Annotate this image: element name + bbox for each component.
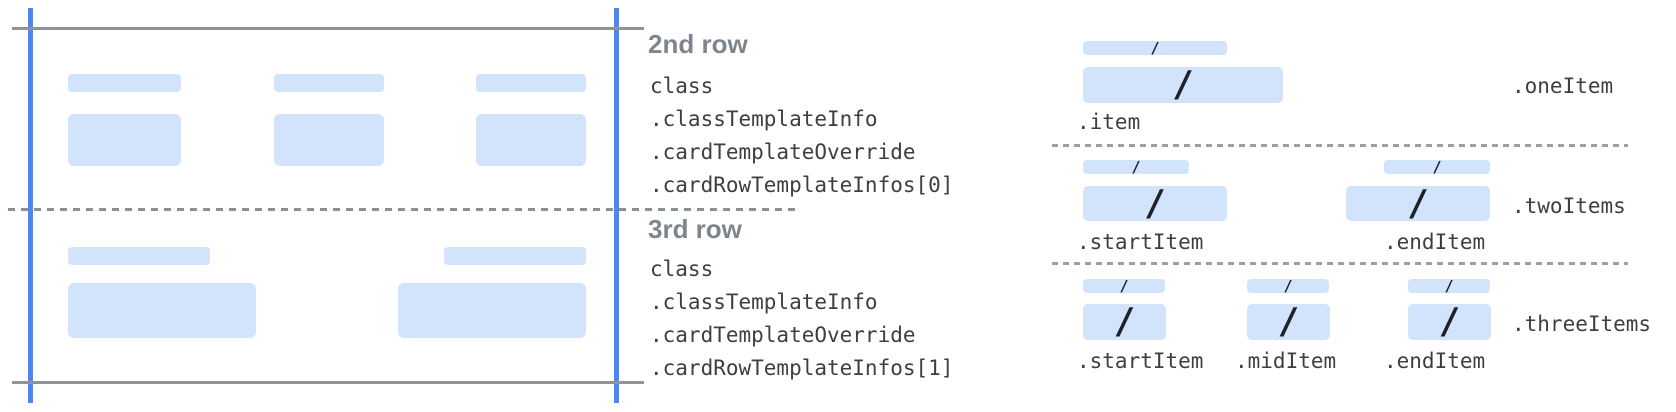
slash-icon: / <box>1150 38 1160 57</box>
item-value-placeholder: / <box>1408 304 1491 340</box>
path-line: .cardTemplateOverride <box>650 323 916 347</box>
item-field-label: .endItem <box>1384 349 1486 373</box>
layout-separator-dashed-line <box>1052 144 1628 147</box>
slash-icon: / <box>1144 182 1166 224</box>
third-row-heading: 3rd row <box>648 214 742 244</box>
path-line: .cardRowTemplateInfos[1] <box>650 356 954 380</box>
label-bar-placeholder <box>476 74 586 92</box>
value-box-placeholder <box>274 114 384 166</box>
item-value-placeholder: / <box>1083 304 1166 340</box>
item-value-placeholder: / <box>1083 182 1227 224</box>
path-line: class <box>650 257 714 281</box>
item-value-placeholder: / <box>1247 304 1330 340</box>
path-line: .cardRowTemplateInfos[0] <box>650 173 954 197</box>
value-box-placeholder <box>398 283 586 338</box>
item-value-placeholder: / <box>1346 182 1490 224</box>
slash-icon: / <box>1131 157 1141 176</box>
item-label-placeholder: / <box>1083 157 1189 176</box>
label-bar-placeholder <box>68 74 181 92</box>
slash-icon: / <box>1113 301 1136 342</box>
layout-name-label: .threeItems <box>1512 312 1652 336</box>
item-label-placeholder: / <box>1408 276 1490 295</box>
path-line: .cardTemplateOverride <box>650 140 916 164</box>
item-label-placeholder: / <box>1083 276 1165 295</box>
label-bar-placeholder <box>444 247 586 265</box>
item-field-label: .startItem <box>1077 230 1204 254</box>
item-value-placeholder: / <box>1083 67 1283 103</box>
card-top-guide-line <box>12 27 644 30</box>
slash-icon: / <box>1438 301 1461 342</box>
value-box-placeholder <box>68 283 256 338</box>
item-label-placeholder: / <box>1384 157 1490 176</box>
path-line: .classTemplateInfo <box>650 107 878 131</box>
item-label-placeholder: / <box>1083 38 1227 57</box>
third-row-field-path: class .classTemplateInfo .cardTemplateOv… <box>650 253 953 385</box>
slash-icon: / <box>1119 276 1129 295</box>
card-left-edge-guide-line <box>28 8 33 403</box>
card-right-edge-guide-line <box>614 8 619 403</box>
layout-name-label: .twoItems <box>1512 194 1626 218</box>
item-field-label: .midItem <box>1235 349 1337 373</box>
card-bottom-guide-line <box>12 381 644 384</box>
second-row-field-path: class .classTemplateInfo .cardTemplateOv… <box>650 70 953 202</box>
path-line: .classTemplateInfo <box>650 290 878 314</box>
slash-icon: / <box>1172 64 1194 105</box>
item-field-label: .item <box>1077 110 1141 134</box>
slash-icon: / <box>1277 301 1300 342</box>
label-bar-placeholder <box>68 247 210 265</box>
item-label-placeholder: / <box>1247 276 1329 295</box>
slash-icon: / <box>1444 276 1454 295</box>
slash-icon: / <box>1407 182 1429 224</box>
layout-name-label: .oneItem <box>1512 74 1614 98</box>
value-box-placeholder <box>68 114 181 166</box>
slash-icon: / <box>1432 157 1442 176</box>
value-box-placeholder <box>476 114 586 166</box>
item-field-label: .startItem <box>1077 349 1204 373</box>
item-field-label: .endItem <box>1384 230 1486 254</box>
path-line: class <box>650 74 714 98</box>
row-separator-dashed-line <box>8 208 800 211</box>
layout-separator-dashed-line <box>1052 262 1628 265</box>
second-row-heading: 2nd row <box>648 29 748 59</box>
slash-icon: / <box>1283 276 1293 295</box>
label-bar-placeholder <box>274 74 384 92</box>
